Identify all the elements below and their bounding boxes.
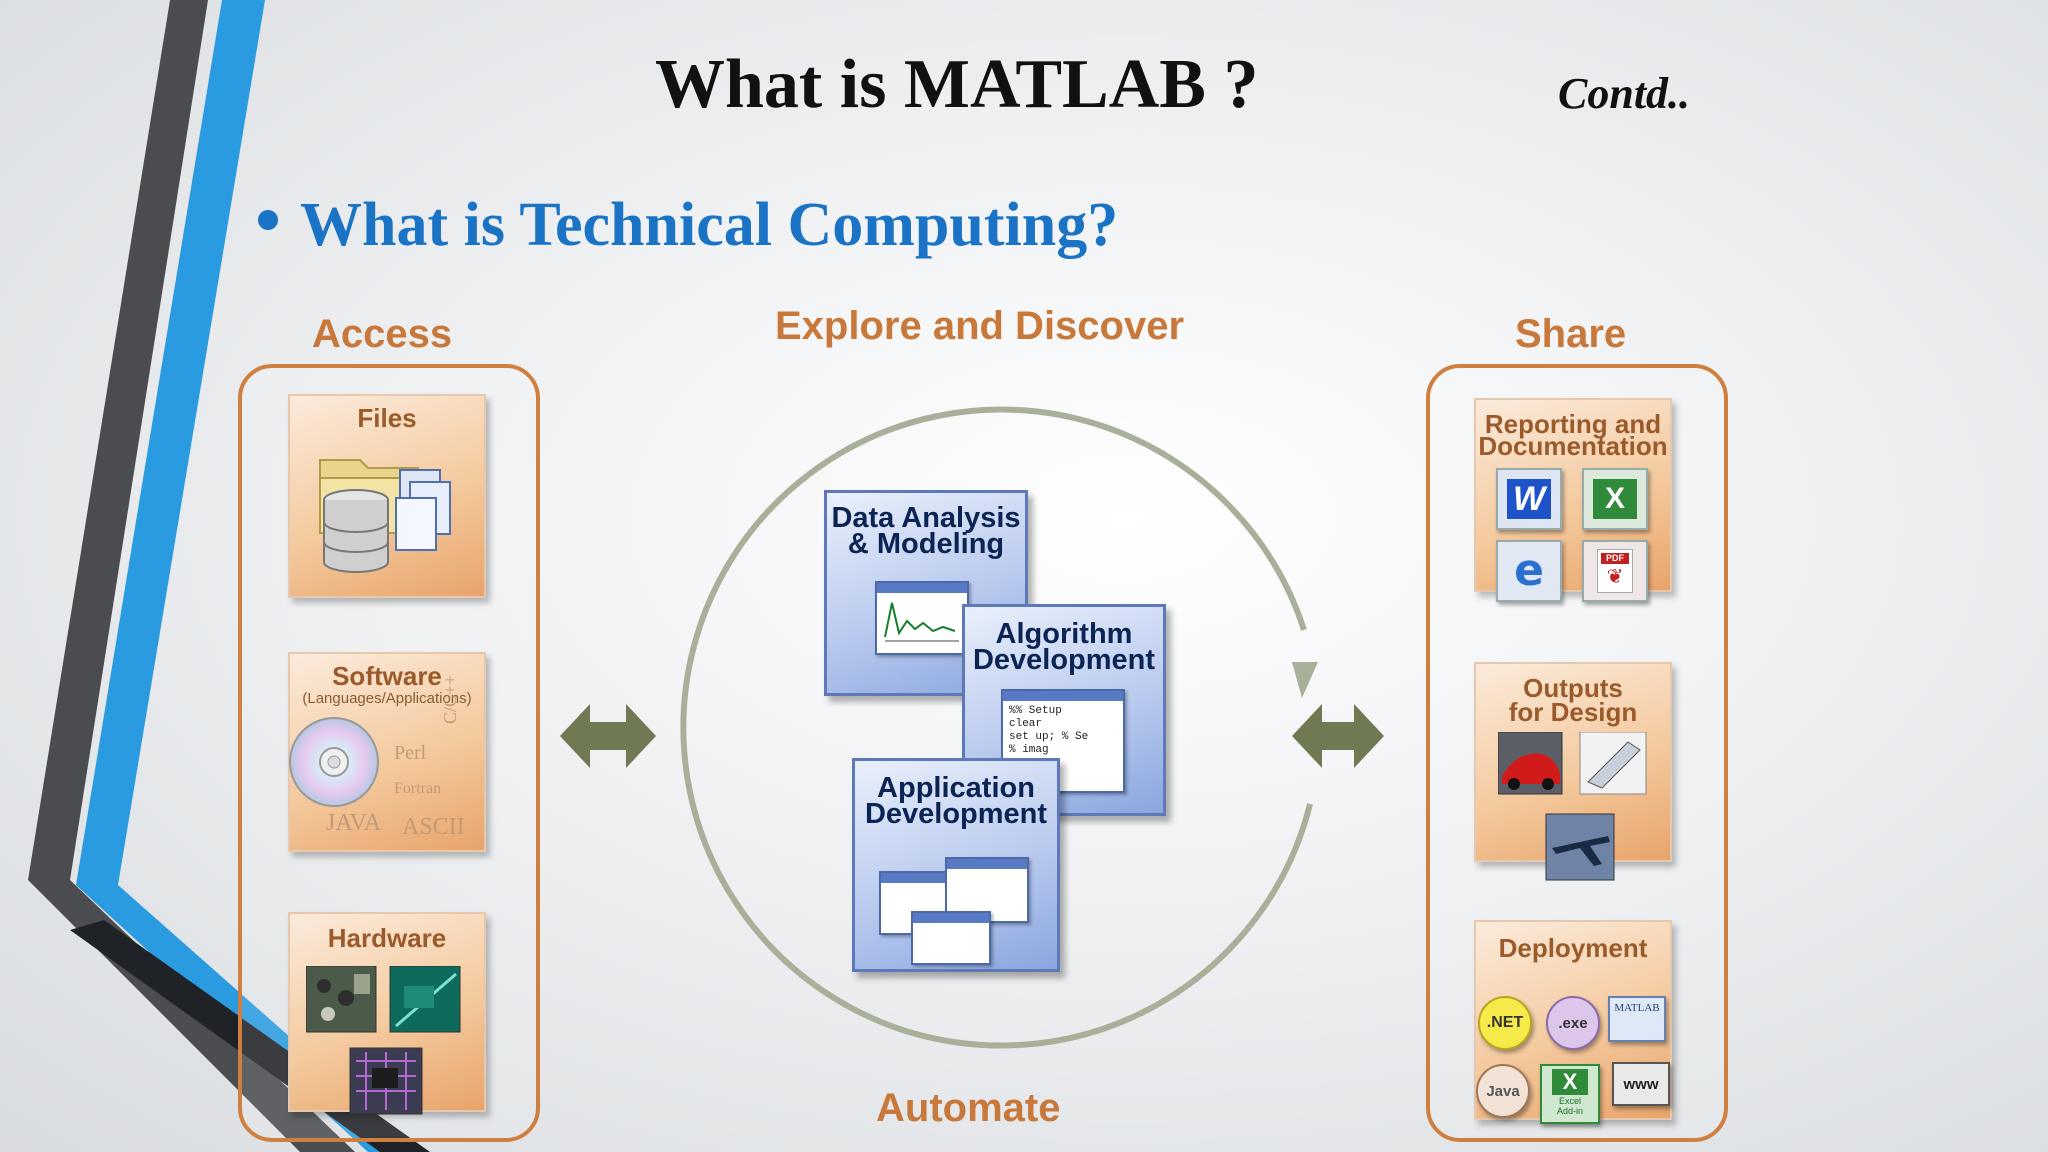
- www-icon: www: [1612, 1062, 1670, 1106]
- deployment-card: Deployment .NET .exe MATLAB Java X Excel…: [1474, 920, 1672, 1120]
- matlab-logo-icon: MATLAB: [1608, 996, 1666, 1042]
- contd-label: Contd..: [1558, 68, 1690, 119]
- reporting-title-2: Documentation: [1476, 434, 1670, 458]
- application-title-2: Development: [855, 801, 1057, 827]
- lang-perl: Perl: [394, 742, 426, 765]
- lang-fortran: Fortran: [394, 780, 441, 798]
- files-icon: [310, 440, 470, 590]
- design-outputs-icon: [1498, 732, 1658, 882]
- internet-explorer-icon: e: [1496, 540, 1562, 602]
- pdf-icon: PDF ❦: [1582, 540, 1648, 602]
- software-card: Software (Languages/Applications) Perl C…: [288, 652, 486, 852]
- lang-ascii: ASCII: [402, 814, 465, 841]
- outputs-card: Outputs for Design: [1474, 662, 1672, 862]
- files-card: Files: [288, 394, 486, 598]
- bullet-text: What is Technical Computing?: [300, 190, 1118, 261]
- hardware-title: Hardware: [290, 926, 484, 950]
- exe-icon: .exe: [1546, 996, 1600, 1050]
- slide-title: What is MATLAB ?: [655, 45, 1258, 125]
- data-analysis-title-2: & Modeling: [827, 531, 1025, 557]
- code-line: % imag: [1009, 744, 1117, 757]
- hardware-card: Hardware: [288, 912, 486, 1112]
- cd-disc-icon: [284, 712, 394, 822]
- code-line: set up; % Se: [1009, 731, 1117, 744]
- share-heading: Share: [1515, 312, 1626, 357]
- deployment-title: Deployment: [1476, 936, 1670, 960]
- reporting-card: Reporting and Documentation W X e PDF ❦: [1474, 398, 1672, 592]
- app-window-icon: [911, 911, 991, 965]
- word-icon: W: [1496, 468, 1562, 530]
- java-icon: Java: [1476, 1064, 1530, 1118]
- automate-label: Automate: [876, 1086, 1060, 1131]
- access-heading: Access: [312, 312, 452, 357]
- application-card: Application Development: [852, 758, 1060, 972]
- code-line: %% Setup: [1009, 705, 1117, 718]
- code-line: clear: [1009, 718, 1117, 731]
- bullet-item: What is Technical Computing?: [258, 190, 1118, 261]
- excel-icon: X: [1582, 468, 1648, 530]
- plot-window-icon: [875, 581, 969, 655]
- lang-java: JAVA: [326, 810, 381, 837]
- excel-addin-icon: X Excel Add-in: [1540, 1064, 1600, 1124]
- explore-heading: Explore and Discover: [775, 304, 1184, 349]
- dotnet-icon: .NET: [1478, 996, 1532, 1050]
- outputs-title-2: for Design: [1476, 700, 1670, 724]
- double-arrow-left-icon: [560, 700, 656, 772]
- bullet-dot-icon: [258, 210, 278, 230]
- files-title: Files: [290, 406, 484, 430]
- lang-c: C/C++: [440, 675, 461, 724]
- algorithm-title-2: Development: [965, 647, 1163, 673]
- hardware-images-icon: [306, 966, 476, 1116]
